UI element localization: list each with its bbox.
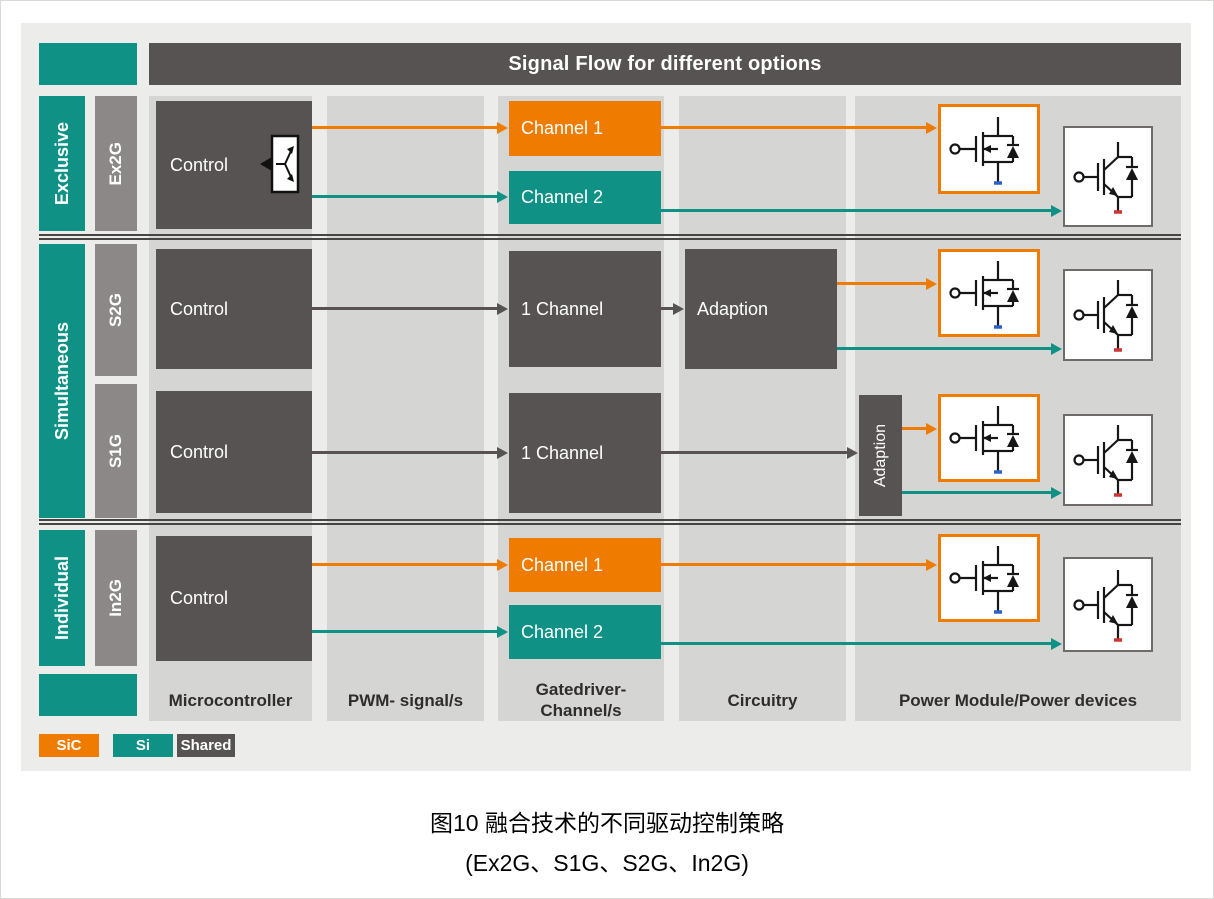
igbt-icon [1073,141,1138,214]
adaption-box-s1g: Adaption [859,395,902,516]
column-label-gatedriver-line1: Gatedriver- [535,680,627,699]
variant-label-ex2g-text: Ex2G [106,141,125,186]
legend-shared: Shared [177,734,235,757]
legend-sic: SiC [39,734,99,757]
channel1-box-ex2g: Channel 1 [509,101,661,156]
group-label-exclusive: Exclusive [39,96,85,231]
column-band-circuitry [679,96,846,721]
si-device-box-s1g [1063,414,1153,506]
igbt-icon [1073,425,1138,497]
arrow-pwm-si-ex2g [312,195,498,198]
group-label-simultaneous: Simultaneous [39,244,85,518]
legend-shared-label: Shared [180,737,232,754]
arrow-gate-si-in2g [661,642,1052,645]
variant-label-ex2g: Ex2G [95,96,137,231]
channel-box-s1g: 1 Channel [509,393,661,513]
sic-device-box-in2g [938,534,1040,622]
group-label-individual-text: Individual [51,555,72,640]
variant-label-s1g: S1G [95,384,137,518]
si-device-box-in2g [1063,557,1153,652]
legend-si: Si [113,734,173,757]
legend-sic-label: SiC [56,737,82,754]
channel-box-s2g: 1 Channel [509,251,661,367]
sic-device-box-ex2g [938,104,1040,194]
column-label-gatedriver: Gatedriver- Channel/s [498,679,664,721]
group-label-simultaneous-text: Simultaneous [51,321,72,441]
adaption-box-s2g-label: Adaption [697,298,769,319]
arrow-gate-sic-ex2g [661,126,927,129]
arrow-pwm-sic-ex2g [312,126,498,129]
sic-mosfet-icon [949,406,1019,474]
arrow-pwm-sic-in2g [312,563,498,566]
variant-label-in2g-text: In2G [106,579,125,617]
control-box-in2g: Control [156,536,312,661]
si-device-box-ex2g [1063,126,1153,227]
arrow-gate-si-s1g [902,491,1052,494]
control-box-in2g-label: Control [170,588,229,608]
si-device-box-s2g [1063,269,1153,361]
arrow-pwm-si-in2g [312,630,498,633]
arrow-pwm-shared-s1g [312,451,498,454]
variant-label-s1g-text: S1G [106,433,125,469]
column-label-circuitry: Circuitry [727,691,798,710]
demux-switch-icon [260,134,300,194]
header-teal-block [39,43,137,85]
arrow-gate-si-ex2g [661,209,1052,212]
variant-label-s2g: S2G [95,244,137,376]
divider-exclusive-simultaneous [39,234,1181,240]
sic-mosfet-icon [949,546,1019,614]
arrow-channel-adaption-s1g [661,451,848,454]
variant-label-in2g: In2G [95,530,137,666]
arrow-gate-sic-s2g [837,282,927,285]
control-box-ex2g-label: Control [170,154,229,175]
channel2-box-ex2g: Channel 2 [509,171,661,224]
column-label-pwm: PWM- signal/s [347,691,464,710]
arrow-gate-si-s2g [837,347,1052,350]
igbt-icon [1073,569,1138,642]
column-label-microcontroller: Microcontroller [168,691,293,710]
group-label-exclusive-text: Exclusive [51,121,72,206]
column-label-gatedriver-line2: Channel/s [540,701,622,720]
sic-device-box-s1g [938,394,1040,482]
channel-box-s1g-label: 1 Channel [521,442,604,463]
arrow-gate-sic-s1g [902,427,927,430]
sic-mosfet-icon [949,261,1019,329]
footer-teal-block [39,674,137,716]
adaption-box-s1g-label: Adaption [871,423,889,488]
adaption-box-s2g: Adaption [685,249,837,369]
igbt-icon [1073,280,1138,352]
channel1-box-in2g: Channel 1 [509,538,661,592]
arrow-pwm-shared-s2g [312,307,498,310]
control-box-s1g: Control [156,391,312,513]
arrow-gate-sic-in2g [661,563,927,566]
control-box-s1g-label: Control [170,441,229,462]
divider-simultaneous-individual [39,519,1181,525]
sic-mosfet-icon [949,117,1019,185]
diagram-title: Signal Flow for different options [508,52,822,75]
control-switch-wrap [252,134,300,199]
channel-box-s2g-label: 1 Channel [521,298,604,319]
channel1-box-in2g-label: Channel 1 [521,554,604,575]
channel2-box-ex2g-label: Channel 2 [521,187,604,207]
legend-si-label: Si [135,737,151,754]
channel2-box-in2g-label: Channel 2 [521,621,604,642]
column-band-pwm [327,96,484,721]
variant-label-s2g-text: S2G [106,292,125,328]
column-label-power-module: Power Module/Power devices [898,691,1138,710]
diagram-header: Signal Flow for different options [149,43,1181,85]
control-box-s2g: Control [156,249,312,369]
figure-caption-line1: 图10 融合技术的不同驱动控制策略 [430,810,784,836]
channel2-box-in2g: Channel 2 [509,605,661,659]
control-box-s2g-label: Control [170,298,229,319]
sic-device-box-s2g [938,249,1040,337]
channel1-box-ex2g-label: Channel 1 [521,118,604,138]
control-box-ex2g: Control [156,101,312,229]
arrow-channel-adaption-s2g [661,307,674,310]
figure-caption-line2: (Ex2G、S1G、S2G、In2G) [465,850,749,876]
group-label-individual: Individual [39,530,85,666]
